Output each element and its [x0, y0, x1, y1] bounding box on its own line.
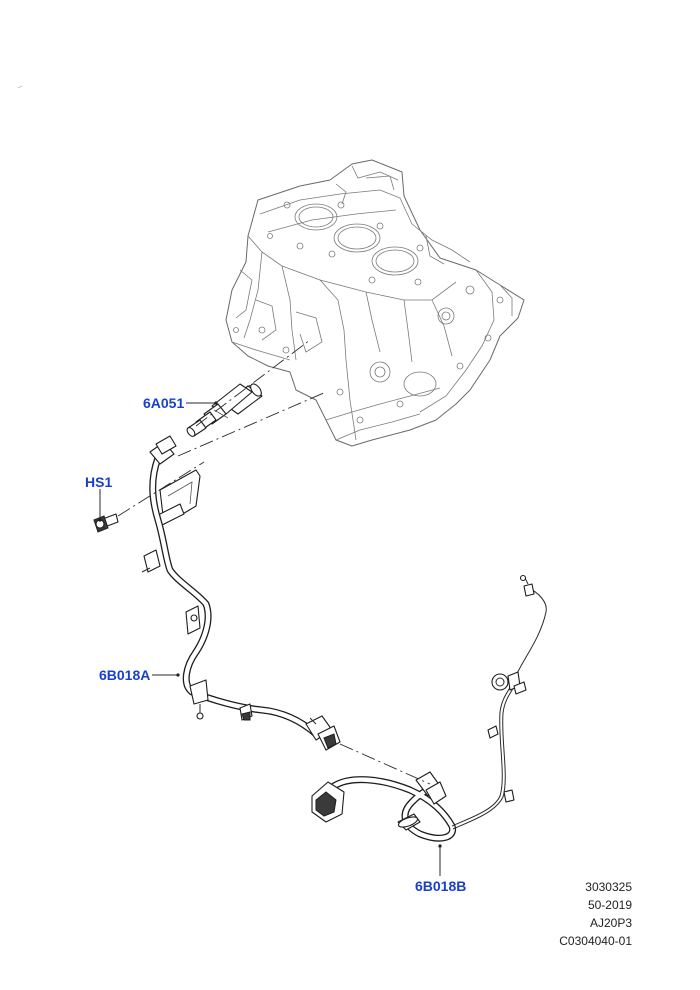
leader-lines [98, 401, 442, 876]
engine-block [225, 159, 525, 447]
ref-number: 3030325 [585, 880, 632, 894]
mounting-bracket [155, 469, 201, 527]
screw-HS1 [93, 513, 119, 533]
ref-illustration-id: C0304040-01 [559, 934, 632, 948]
callout-6B018B: 6B018B [415, 878, 467, 894]
callout-6B018A: 6B018A [99, 667, 151, 683]
block-heater-6A051 [186, 383, 263, 437]
scan-mark [17, 85, 23, 89]
callout-HS1: HS1 [85, 474, 113, 490]
wiring-harness-6B018A [141, 435, 341, 751]
alignment-lines [117, 339, 431, 785]
ref-date: 50-2019 [587, 898, 632, 912]
wiring-harness-6B018B [311, 574, 547, 842]
ref-model: AJ20P3 [589, 916, 632, 930]
callout-6A051: 6A051 [143, 395, 185, 411]
